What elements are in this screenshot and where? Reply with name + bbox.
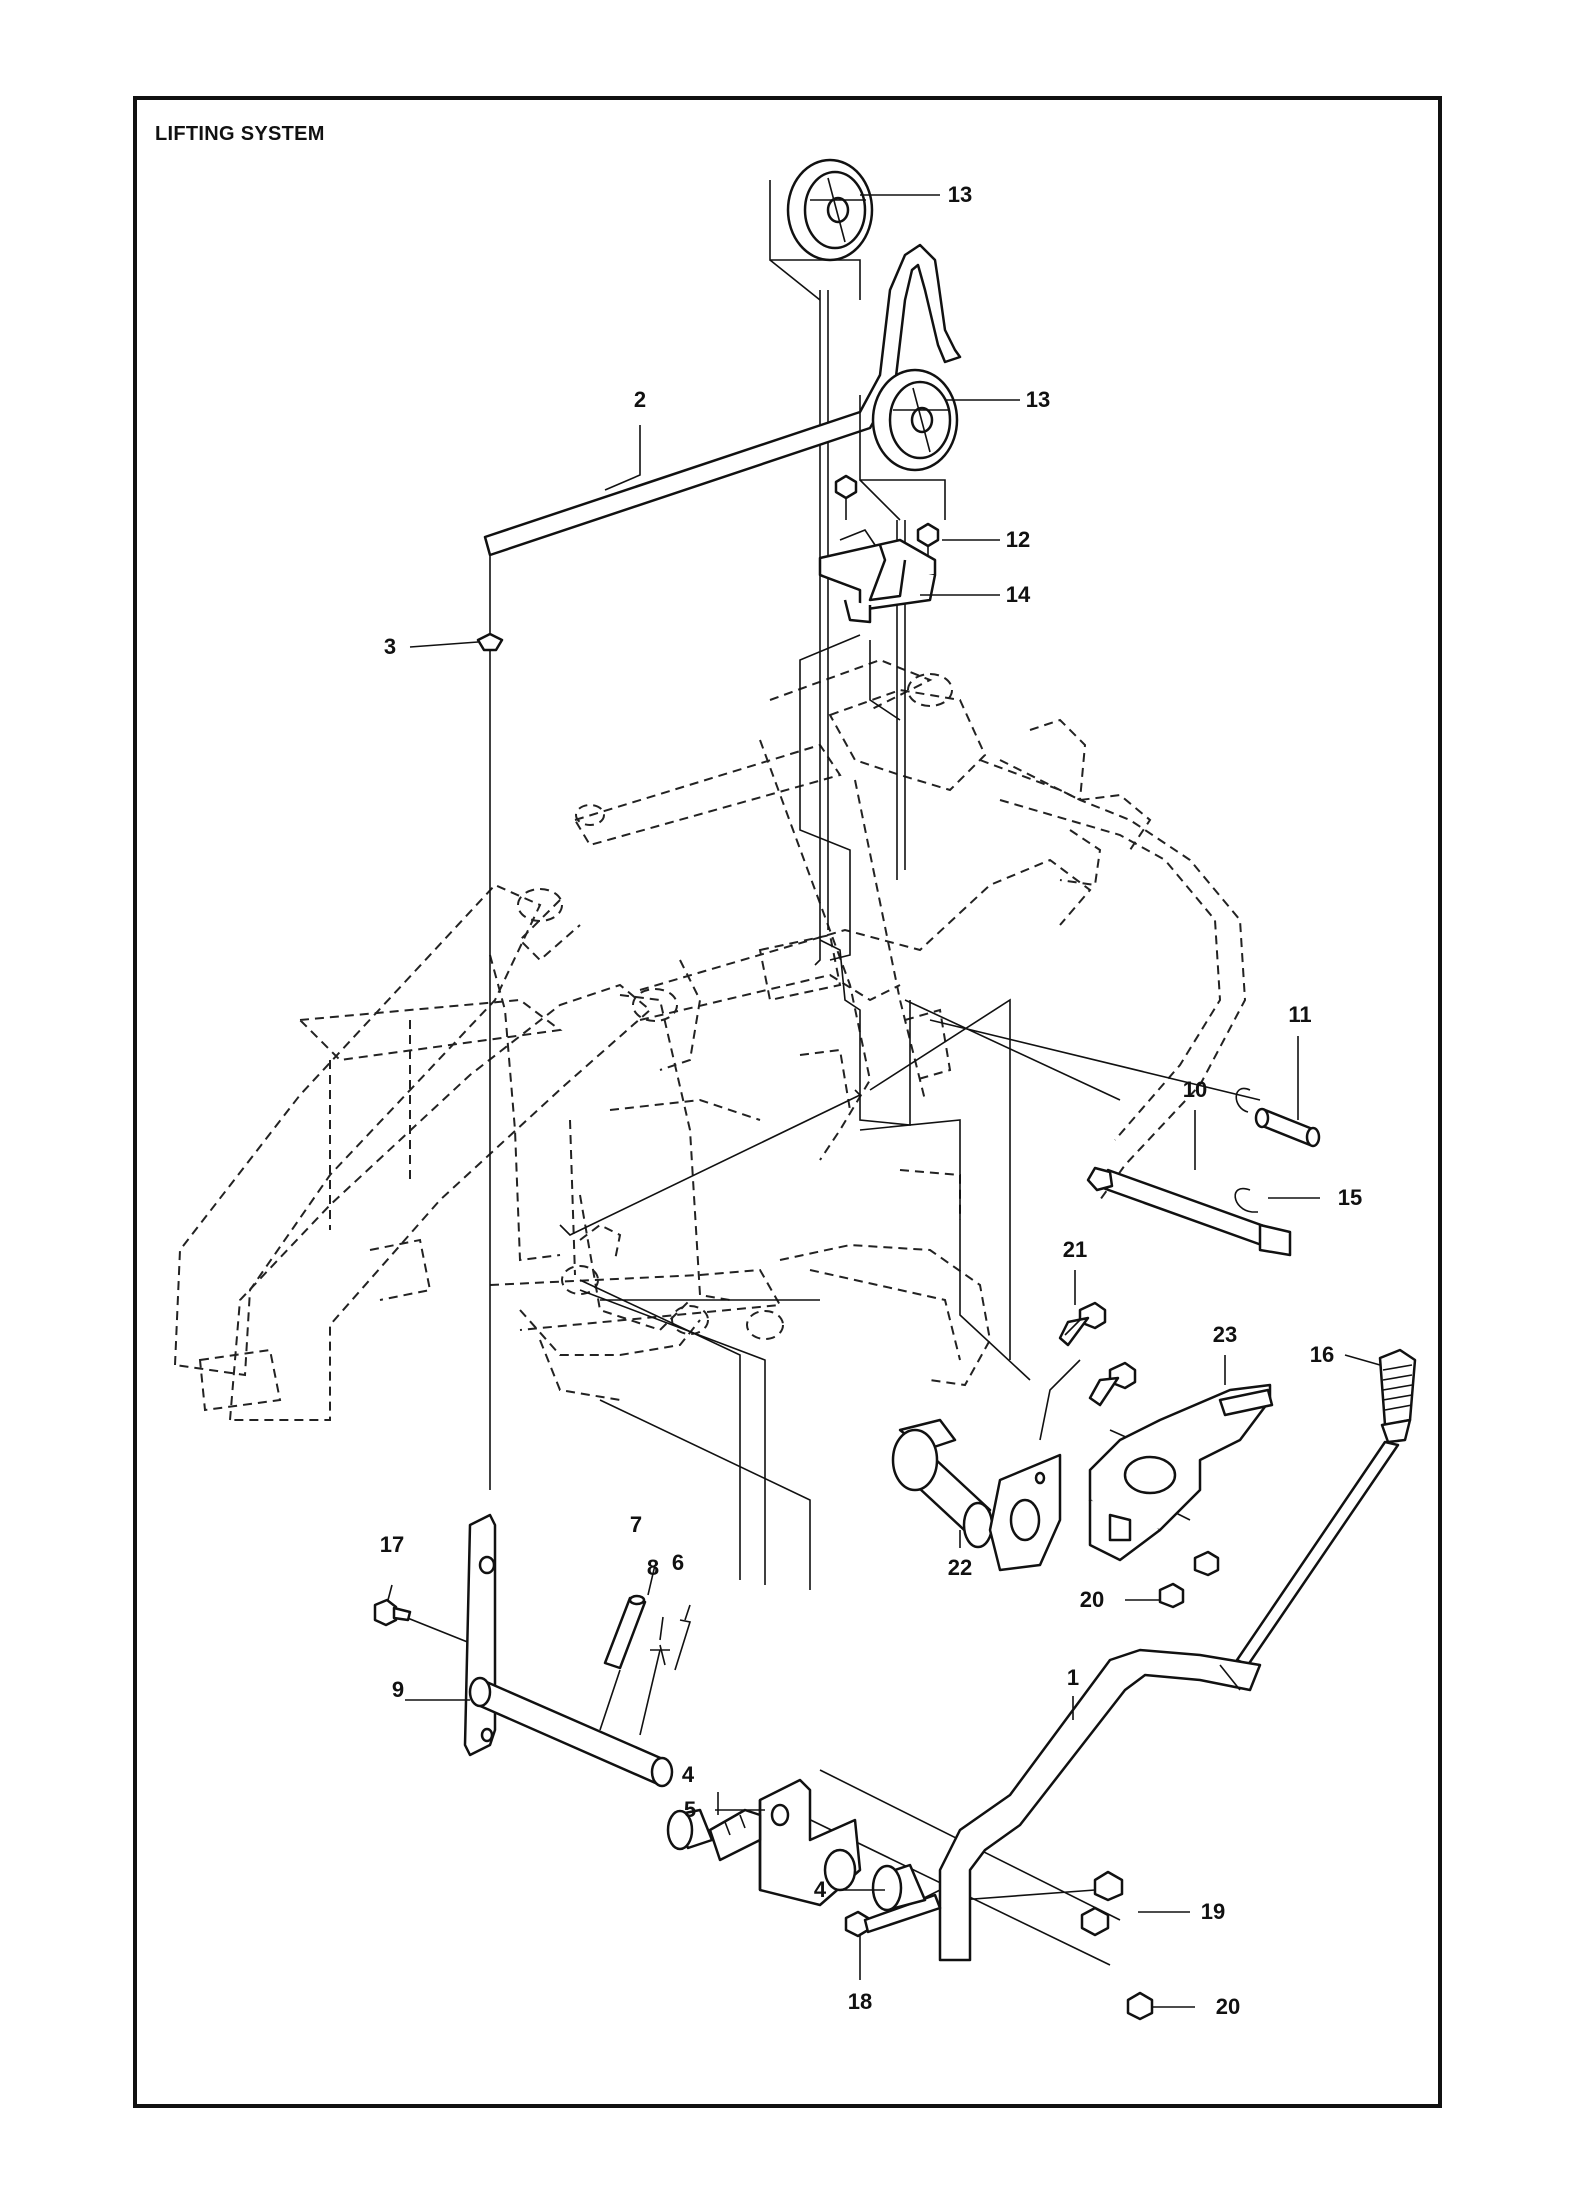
chassis-frame-phantom bbox=[173, 658, 1247, 1421]
part-23-plate-bracket bbox=[1088, 1383, 1274, 1562]
part-7-pin bbox=[603, 1594, 647, 1670]
callout-13-lower: 13 bbox=[1025, 387, 1051, 412]
part-14-pulley-bracket bbox=[818, 529, 937, 624]
part-4-bushing-b bbox=[871, 1863, 927, 1912]
callout-1: 1 bbox=[1066, 1665, 1080, 1690]
drawing-frame bbox=[133, 96, 1442, 2108]
part-16-handle-grip bbox=[1378, 1348, 1417, 1444]
part-19-nut bbox=[1080, 1870, 1124, 1937]
callout-6: 6 bbox=[671, 1550, 685, 1575]
callout-23: 23 bbox=[1212, 1322, 1238, 1347]
callout-19: 19 bbox=[1200, 1899, 1226, 1924]
callout-13-upper: 13 bbox=[947, 182, 973, 207]
callout-4-lower: 4 bbox=[813, 1877, 827, 1902]
callout-16: 16 bbox=[1309, 1342, 1335, 1367]
part-22-pivot-tube bbox=[891, 1418, 1062, 1572]
part-8-cotter-pin bbox=[650, 1644, 670, 1666]
part-21-bolts bbox=[1058, 1301, 1137, 1407]
callout-7: 7 bbox=[629, 1512, 643, 1537]
page-title: LIFTING SYSTEM bbox=[155, 123, 325, 145]
callout-22: 22 bbox=[947, 1555, 973, 1580]
callout-20-lower: 20 bbox=[1215, 1994, 1241, 2019]
callout-5: 5 bbox=[683, 1797, 697, 1822]
part-2-lift-rod bbox=[483, 243, 962, 557]
callout-21: 21 bbox=[1062, 1237, 1088, 1262]
callout-17: 17 bbox=[379, 1532, 405, 1557]
callout-18: 18 bbox=[847, 1989, 873, 2014]
part-4-bushing-a bbox=[666, 1808, 714, 1851]
part-5-mounting-bracket bbox=[708, 1778, 862, 1907]
part-13-pulley-lower bbox=[859, 368, 959, 521]
callout-10: 10 bbox=[1182, 1077, 1208, 1102]
callout-3: 3 bbox=[383, 634, 397, 659]
part-3-clip bbox=[476, 632, 504, 652]
part-1-lift-lever bbox=[938, 1440, 1400, 1962]
callout-20-upper: 20 bbox=[1079, 1587, 1105, 1612]
part-11-pin bbox=[1235, 1087, 1321, 1148]
callout-11: 11 bbox=[1288, 1002, 1312, 1027]
part-20-bolt-lower bbox=[1126, 1991, 1154, 2021]
callout-leader-lines bbox=[387, 194, 1381, 2008]
part-10-shaft bbox=[1086, 1166, 1292, 1257]
part-15-clip bbox=[1234, 1187, 1258, 1213]
callout-9: 9 bbox=[391, 1677, 405, 1702]
part-13-pulley-upper bbox=[769, 158, 874, 301]
part-20-bolts-upper bbox=[1158, 1550, 1220, 1609]
callout-4-upper: 4 bbox=[681, 1762, 695, 1787]
part-17-bolt bbox=[373, 1598, 412, 1627]
callout-15: 15 bbox=[1337, 1185, 1363, 1210]
callout-14: 14 bbox=[1005, 582, 1031, 607]
callout-8: 8 bbox=[646, 1555, 660, 1580]
part-6-spring-pin bbox=[674, 1619, 692, 1671]
cross-shaft bbox=[468, 1676, 674, 1788]
callout-12: 12 bbox=[1005, 527, 1031, 552]
part-12-bolts bbox=[834, 474, 940, 560]
part-9-link-plate bbox=[463, 1513, 497, 1757]
callout-2: 2 bbox=[633, 387, 647, 412]
